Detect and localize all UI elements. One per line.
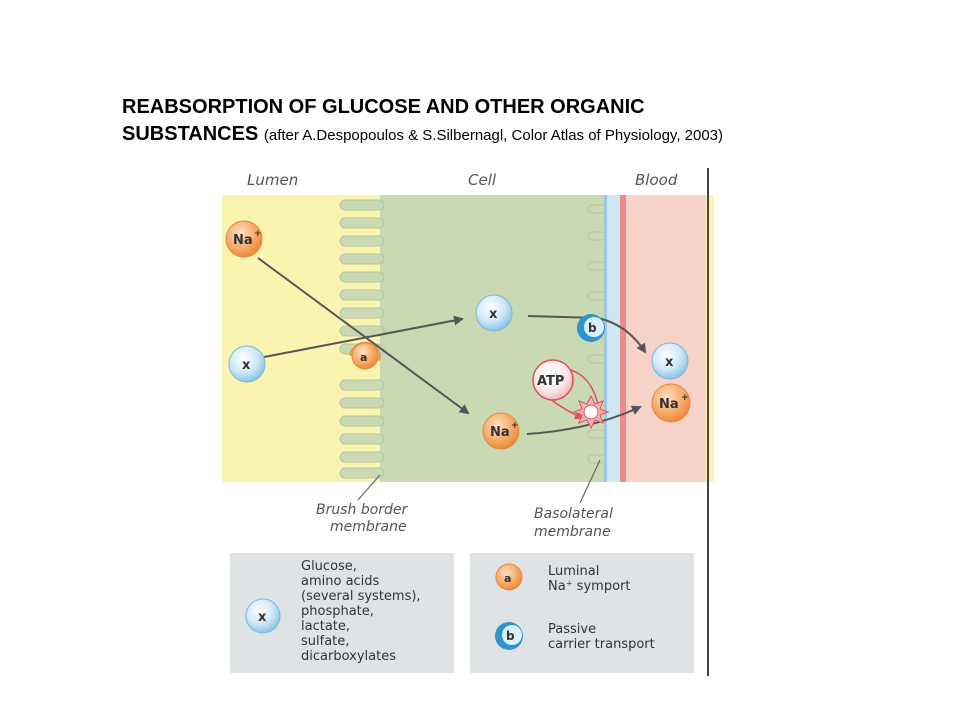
brush-border-microvilli <box>339 199 385 479</box>
legend-transporter-b: b <box>495 622 523 650</box>
basolateral-membrane-line <box>604 195 607 482</box>
legend-x-molecule: x <box>245 598 281 634</box>
brush-border-label-2: membrane <box>330 519 407 535</box>
legend-x-line-5: lactate, <box>301 619 350 634</box>
legend-x-line-4: phosphate, <box>301 604 374 619</box>
sodium-ion-blood: Na + <box>651 383 691 423</box>
legend-b-label: b <box>506 629 515 643</box>
sodium-charge-blood: + <box>681 393 689 403</box>
legend-x-line-6: sulfate, <box>301 634 349 649</box>
arrow-na-into-cell <box>257 257 470 415</box>
legend-b-line-1: Passive <box>548 622 596 637</box>
transporter-b-label: b <box>588 321 597 335</box>
title-line-2: SUBSTANCES (after A.Despopoulos & S.Silb… <box>122 121 922 149</box>
title-citation: (after A.Despopoulos & S.Silbernagl, Col… <box>263 127 724 144</box>
sodium-charge-cell: + <box>511 421 519 431</box>
sodium-ion-lumen: Na + <box>225 220 263 258</box>
legend-a-label: a <box>504 572 511 585</box>
transporter-a-label: a <box>360 351 367 364</box>
transporter-b-basolateral: b <box>577 314 605 342</box>
basolateral-pointer <box>579 459 601 504</box>
transporter-a-luminal: a <box>349 341 381 370</box>
cell-label: Cell <box>468 171 497 189</box>
legend-a-line-2: Na⁺ symport <box>548 579 630 594</box>
sodium-charge: + <box>254 229 262 239</box>
legend-x-text: Glucose, amino acids (several systems), … <box>301 559 421 664</box>
x-molecule-blood: x <box>651 342 689 380</box>
sodium-label-cell: Na <box>490 425 510 440</box>
legend-x-line-1: Glucose, <box>301 559 357 574</box>
blood-label: Blood <box>635 171 678 189</box>
legend-x-line-3: (several systems), <box>301 589 421 604</box>
blood-edge <box>706 195 714 482</box>
capillary-wall <box>620 195 626 482</box>
x-molecule-lumen: x <box>228 345 266 383</box>
legend-a-line-1: Luminal <box>548 564 599 579</box>
legend-x-label: x <box>258 610 267 625</box>
x-label-cell: x <box>489 307 498 322</box>
legend-x-line-7: dicarboxylates <box>301 649 396 664</box>
title-line-1: REABSORPTION OF GLUCOSE AND OTHER ORGANI… <box>122 96 645 118</box>
x-molecule-cell: x <box>475 294 513 332</box>
sodium-label: Na <box>233 233 253 248</box>
legend-x-line-2: amino acids <box>301 574 380 589</box>
sodium-ion-cell: Na + <box>482 412 520 450</box>
atp-molecule: ATP <box>532 359 574 401</box>
basolateral-label-2: membrane <box>534 524 611 540</box>
slide-title: REABSORPTION OF GLUCOSE AND OTHER ORGANI… <box>122 94 922 149</box>
basolateral-label-1: Basolateral <box>534 506 613 522</box>
na-k-pump-icon <box>572 394 610 430</box>
lumen-label: Lumen <box>247 171 298 189</box>
title-bold-word: SUBSTANCES <box>122 123 259 145</box>
arrow-na-to-blood <box>526 405 642 435</box>
brush-border-label-1: Brush border <box>316 502 409 518</box>
arrow-x-into-cell <box>263 315 464 358</box>
x-label-blood: x <box>665 355 674 370</box>
brush-border-pointer <box>357 474 381 501</box>
legend-b-line-2: carrier transport <box>548 637 655 652</box>
interstitium-region <box>604 195 624 482</box>
sodium-label-blood: Na <box>659 397 679 412</box>
x-label: x <box>242 358 251 373</box>
legend-transporter-a: a <box>495 563 523 591</box>
atp-label: ATP <box>537 374 564 389</box>
